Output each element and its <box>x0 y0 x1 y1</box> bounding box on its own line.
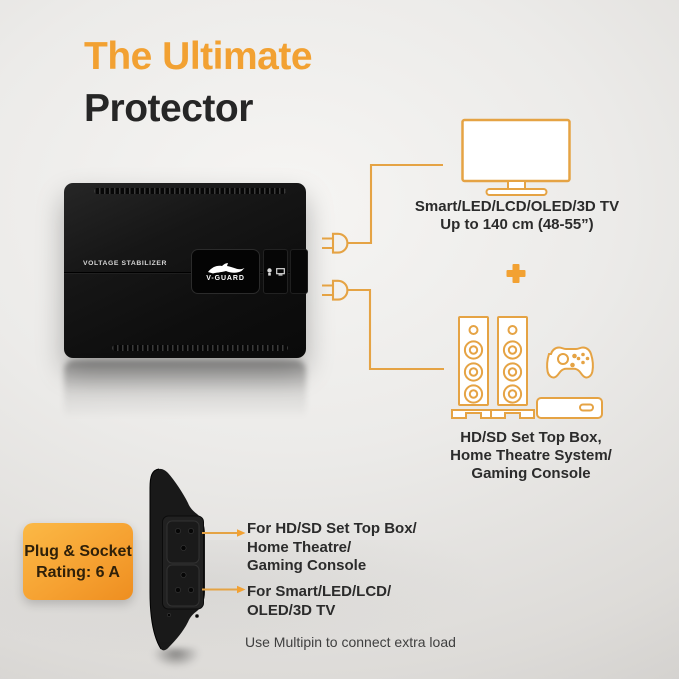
socket-top-label: For HD/SD Set Top Box/ Home Theatre/ Gam… <box>247 520 457 576</box>
brand-name: V-GUARD <box>206 275 245 282</box>
av-caption: HD/SD Set Top Box, Home Theatre System/ … <box>412 429 650 483</box>
title-line-1: The Ultimate <box>84 35 313 78</box>
av-caption-line-3: Gaming Console <box>471 465 591 482</box>
tv-icon <box>461 118 571 196</box>
stabilizer-rear-side <box>149 468 205 651</box>
socket-bottom-label: For Smart/LED/LCD/ OLED/3D TV <box>247 583 457 620</box>
socket-top-label-line-1: For HD/SD Set Top Box/ <box>247 520 417 537</box>
indicator-panel <box>263 249 288 294</box>
rating-badge-line-1: Plug & Socket <box>24 542 132 560</box>
socket-bottom-label-line-1: For Smart/LED/LCD/ <box>247 583 392 600</box>
connector-line-tv <box>345 163 443 245</box>
connector-line-av <box>345 288 444 371</box>
socket-bottom-label-line-2: OLED/3D TV <box>247 601 336 619</box>
page-title: The Ultimate Protector <box>84 35 313 130</box>
av-caption-line-2: Home Theatre System/ <box>450 447 612 464</box>
speaker-icon <box>490 316 535 419</box>
stabilizer-reflection <box>64 360 306 432</box>
footnote: Use Multipin to connect extra load <box>245 634 456 650</box>
top-vent <box>94 188 286 194</box>
end-panel <box>290 249 308 294</box>
socket-bottom <box>166 564 200 607</box>
socket-top-label-line-3: Gaming Console <box>247 557 367 574</box>
indicator-tv-icon <box>276 267 285 276</box>
speaker-icon <box>451 316 496 419</box>
bottom-vent <box>112 345 288 351</box>
arrow-right-icon <box>202 529 246 537</box>
indicator-lamp-icon <box>267 267 272 276</box>
settop-box-icon <box>536 397 603 419</box>
tv-caption-line-1: Smart/LED/LCD/OLED/3D TV <box>414 198 620 215</box>
brand-panel: V-GUARD <box>191 249 260 294</box>
arrow-right-icon <box>202 585 246 594</box>
plug-icon-tv <box>322 232 349 254</box>
kangaroo-icon <box>207 263 244 274</box>
gamepad-icon <box>546 346 594 379</box>
socket-top <box>166 520 200 564</box>
rear-device-reflection <box>144 648 208 678</box>
tv-caption-line-2: Up to 140 cm (48-55”) <box>440 215 594 233</box>
device-groove <box>64 272 306 273</box>
tv-caption: Smart/LED/LCD/OLED/3D TV Up to 140 cm (4… <box>398 198 636 233</box>
plug-icon-av <box>322 279 349 301</box>
device-label: VOLTAGE STABILIZER <box>83 260 168 267</box>
av-caption-line-1: HD/SD Set Top Box, <box>460 429 602 446</box>
rating-badge-line-2: Rating: 6 A <box>36 563 120 581</box>
plus-icon <box>506 264 526 283</box>
stabilizer-front: VOLTAGE STABILIZER V-GUARD <box>64 183 308 358</box>
rating-badge: Plug & Socket Rating: 6 A <box>23 523 133 600</box>
title-line-2: Protector <box>84 87 253 130</box>
socket-top-label-line-2: Home Theatre/ <box>247 538 352 556</box>
